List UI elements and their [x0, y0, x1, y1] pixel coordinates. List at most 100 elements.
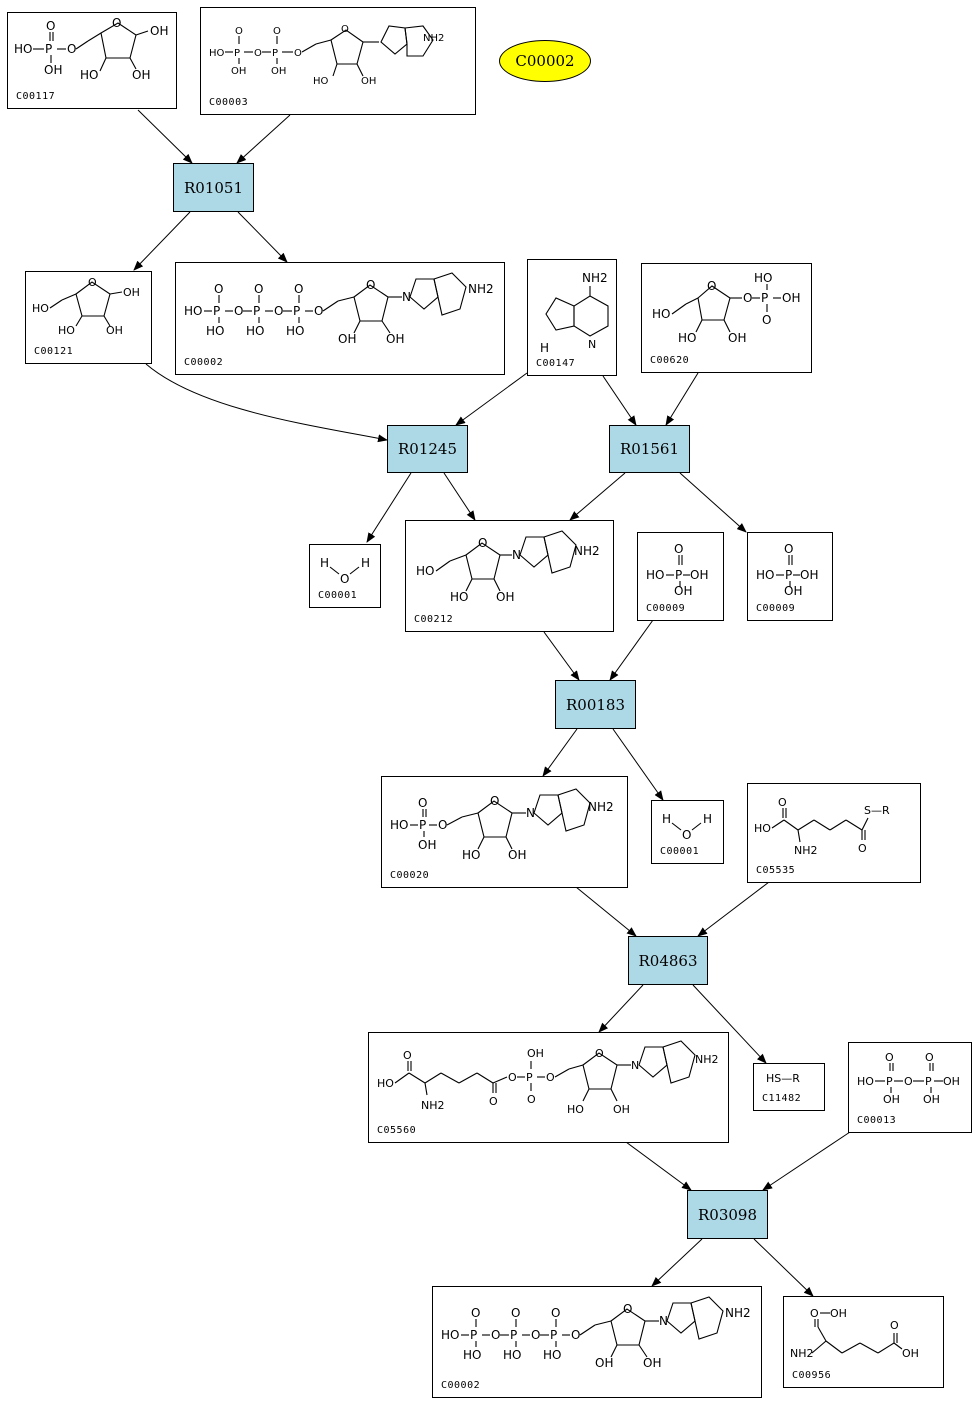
svg-text:O: O — [743, 291, 752, 305]
svg-text:OH: OH — [123, 286, 140, 299]
svg-text:OH: OH — [674, 584, 692, 598]
reaction-r04863[interactable]: R04863 — [628, 936, 708, 985]
structure-drawing: H O H — [662, 812, 712, 842]
edge — [612, 728, 664, 801]
edge — [542, 728, 578, 777]
structure-drawing: H O H — [320, 556, 370, 586]
reaction-r01245[interactable]: R01245 — [387, 425, 468, 473]
svg-text:HO: HO — [209, 48, 225, 59]
svg-text:N: N — [526, 806, 535, 820]
svg-text:HO: HO — [463, 1348, 481, 1362]
svg-text:O: O — [707, 279, 716, 293]
svg-text:OH: OH — [784, 584, 802, 598]
compound-c00147[interactable]: NH2 H N C00147 — [527, 259, 617, 376]
compound-c00212[interactable]: HO O HO OH N NH2 C00212 — [405, 520, 614, 632]
edge — [455, 372, 528, 426]
structure-drawing: O OH NH2 O OH — [790, 1307, 919, 1360]
svg-text:O: O — [274, 304, 283, 318]
svg-text:O: O — [67, 42, 76, 56]
svg-text:OH: OH — [883, 1093, 900, 1106]
compound-c00121[interactable]: HO O OH HO OH C00121 — [25, 271, 152, 364]
svg-text:OH: OH — [418, 838, 436, 852]
compound-id: C00013 — [857, 1115, 897, 1126]
compound-c00009[interactable]: O HO P OH OH C00009 — [747, 532, 833, 621]
structure-drawing: HO P O OH O O OH HO OH — [14, 16, 168, 82]
svg-text:H: H — [540, 341, 549, 355]
svg-text:OH: OH — [595, 1356, 613, 1370]
compound-c05560[interactable]: O HO NH2 O O P OH O O O HO OH — [368, 1032, 729, 1143]
svg-text:HO: HO — [450, 590, 468, 604]
compound-c00001[interactable]: H O H C00001 — [309, 544, 381, 608]
svg-text:HO: HO — [754, 271, 772, 285]
reaction-r03098[interactable]: R03098 — [687, 1190, 768, 1239]
svg-text:O: O — [490, 794, 499, 808]
svg-text:P: P — [213, 304, 220, 318]
structure-drawing: HS—R — [766, 1072, 800, 1085]
svg-text:HO: HO — [286, 324, 304, 338]
edge — [609, 619, 654, 681]
svg-text:S—R: S—R — [864, 804, 890, 817]
svg-text:O: O — [595, 1047, 604, 1060]
svg-text:HO: HO — [646, 568, 664, 582]
svg-text:O: O — [273, 26, 281, 37]
svg-text:O: O — [418, 796, 427, 810]
reaction-r01051[interactable]: R01051 — [173, 163, 254, 212]
edge — [651, 1238, 703, 1287]
svg-text:O: O — [478, 536, 487, 550]
compound-id: C00001 — [660, 846, 700, 857]
svg-text:N: N — [588, 338, 596, 351]
svg-text:OH: OH — [690, 568, 708, 582]
svg-text:HO: HO — [652, 307, 670, 321]
compound-c00117[interactable]: HO P O OH O O OH HO OH C00117 — [7, 12, 177, 109]
edge — [237, 211, 288, 263]
structure-drawing: HO O HO OH N NH2 — [416, 530, 600, 604]
svg-text:O: O — [491, 1328, 500, 1342]
svg-text:OH: OH — [800, 568, 818, 582]
svg-text:O: O — [682, 828, 691, 842]
compound-c00013[interactable]: O O HO P O P OH OH OH C00013 — [848, 1042, 972, 1133]
structure-drawing: HO P O OH O P O OH O O HO OH — [209, 24, 444, 87]
compound-c00002[interactable]: HO P O HO O P O HO O P O HO O — [432, 1286, 762, 1398]
svg-text:HO: HO — [567, 1103, 584, 1116]
svg-text:P: P — [550, 1328, 557, 1342]
svg-text:OH: OH — [386, 332, 404, 346]
svg-text:HO: HO — [32, 302, 49, 315]
svg-text:OH: OH — [361, 76, 376, 87]
compound-c05535[interactable]: O HO NH2 S—R O C05535 — [747, 783, 921, 883]
svg-text:P: P — [293, 304, 300, 318]
compound-c00020[interactable]: O HO P OH O O HO OH N NH2 C00020 — [381, 776, 628, 888]
svg-text:HS—R: HS—R — [766, 1072, 800, 1085]
compound-c00956[interactable]: O OH NH2 O OH C00956 — [783, 1296, 944, 1388]
compound-id: C05535 — [756, 865, 796, 876]
svg-text:O: O — [294, 282, 303, 296]
edge — [762, 1131, 851, 1191]
compound-c00002[interactable]: HO P O HO O P O HO O P O HO O — [175, 262, 505, 375]
svg-text:O: O — [762, 313, 771, 327]
svg-text:HO: HO — [678, 331, 696, 345]
compound-c00003[interactable]: HO P O OH O P O OH O O HO OH — [200, 7, 476, 115]
svg-text:HO: HO — [754, 822, 771, 835]
edge — [366, 472, 412, 543]
compound-c11482[interactable]: HS—R C11482 — [753, 1063, 825, 1111]
svg-text:N: N — [659, 1314, 668, 1328]
compound-c00009[interactable]: O HO P OH OH C00009 — [637, 532, 724, 621]
svg-text:NH2: NH2 — [423, 33, 444, 44]
compound-id: C00117 — [16, 91, 56, 102]
compound-c00620[interactable]: HO O O P HO O OH HO OH C00620 — [641, 263, 812, 373]
highlight-compound-ellipse[interactable]: C00002 — [499, 40, 591, 82]
svg-text:O: O — [571, 1328, 580, 1342]
svg-text:HO: HO — [390, 818, 408, 832]
svg-text:OH: OH — [830, 1307, 847, 1320]
svg-text:OH: OH — [106, 324, 123, 337]
reaction-r00183[interactable]: R00183 — [555, 680, 636, 729]
compound-id: C00020 — [390, 870, 430, 881]
structure-drawing: O HO NH2 S—R O — [754, 796, 890, 857]
svg-text:N: N — [402, 290, 411, 304]
svg-text:P: P — [272, 48, 278, 59]
reaction-r01561[interactable]: R01561 — [609, 425, 690, 473]
compound-c00001[interactable]: H O H C00001 — [651, 800, 724, 864]
svg-text:NH2: NH2 — [588, 800, 614, 814]
svg-text:O: O — [890, 1319, 899, 1332]
structure-drawing: HO P O HO O P O HO O P O HO O — [441, 1296, 751, 1370]
